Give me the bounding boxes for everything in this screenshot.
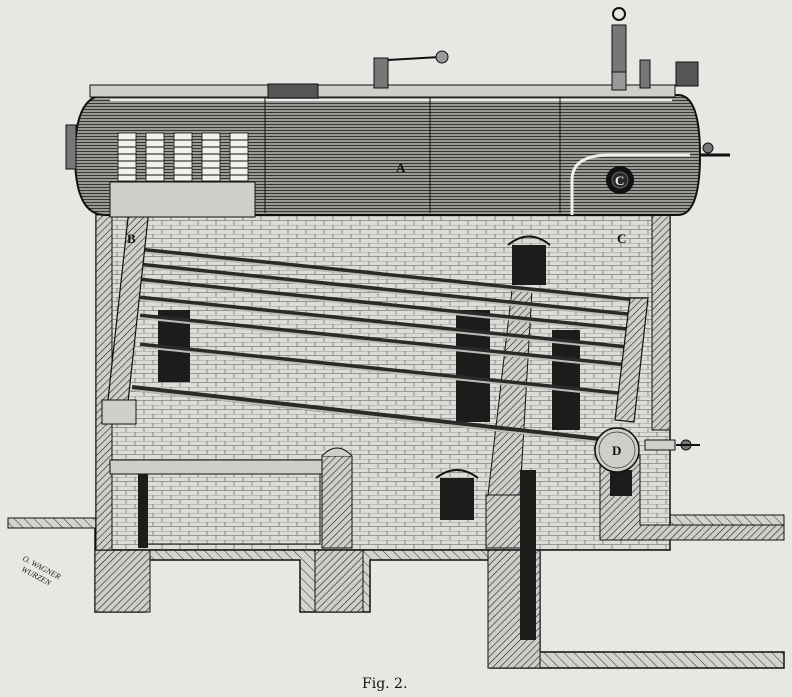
label-a: A: [396, 160, 406, 175]
label-b: B: [127, 231, 136, 246]
label-c-wall: C: [617, 231, 626, 246]
label-d: D: [612, 443, 621, 458]
steam-drum-a: [65, 7, 730, 218]
safety-valve: [373, 50, 449, 89]
steam-valve-top: [611, 7, 699, 91]
rear-header: [614, 297, 649, 423]
ground-foundation: [7, 514, 785, 669]
mud-drum-d: [594, 427, 700, 473]
front-header-b: [101, 199, 151, 425]
engraver-signature: O. WAGNER WURZEN: [20, 554, 62, 588]
label-c-drum: C: [615, 173, 624, 188]
water-tubes: [131, 247, 631, 443]
figure-caption: Fig. 2.: [362, 676, 407, 692]
